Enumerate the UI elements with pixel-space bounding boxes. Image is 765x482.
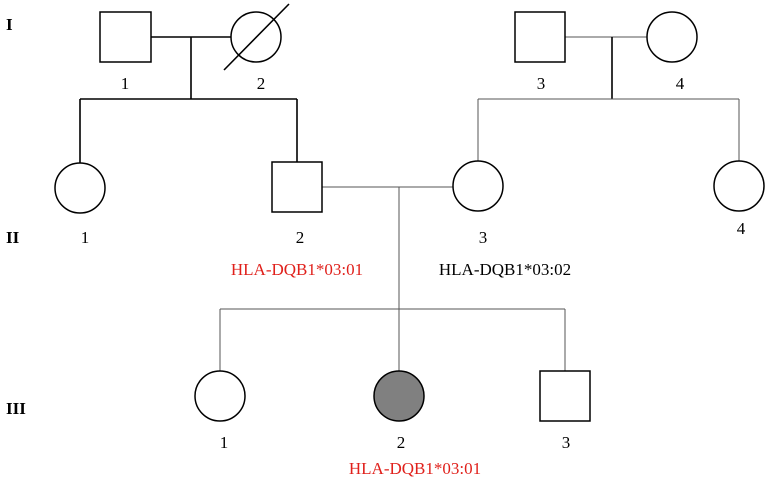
generation-label-2: II <box>6 228 20 247</box>
individual-number-i2: 2 <box>257 74 266 93</box>
individual-number-ii4: 4 <box>737 219 746 238</box>
genotype-ii3: HLA-DQB1*03:02 <box>439 260 571 279</box>
individual-i1-male <box>99 11 152 63</box>
individual-ii3-female <box>452 160 504 212</box>
individual-ii4-female <box>713 160 765 212</box>
individual-ii2-male <box>271 161 323 213</box>
individual-i3-male <box>514 11 566 63</box>
individual-iii3-male <box>539 370 591 422</box>
individual-number-iii1: 1 <box>220 433 229 452</box>
generation-label-3: III <box>6 399 26 418</box>
individual-number-ii1: 1 <box>81 228 90 247</box>
individual-number-i1: 1 <box>121 74 130 93</box>
individual-number-iii2: 2 <box>397 433 406 452</box>
individual-i4-female <box>646 11 698 63</box>
generation-label-1: I <box>6 15 13 34</box>
individual-number-i3: 3 <box>537 74 546 93</box>
individual-number-i4: 4 <box>676 74 685 93</box>
individual-iii1-female <box>194 370 246 422</box>
genotype-ii2: HLA-DQB1*03:01 <box>231 260 363 279</box>
deceased-slash-i2 <box>223 3 290 71</box>
individual-number-ii2: 2 <box>296 228 305 247</box>
individual-number-iii3: 3 <box>562 433 571 452</box>
individual-ii1-female <box>54 162 106 214</box>
genotype-iii2: HLA-DQB1*03:01 <box>349 459 481 478</box>
individual-number-ii3: 3 <box>479 228 488 247</box>
individual-iii2-female-affected <box>373 370 425 422</box>
